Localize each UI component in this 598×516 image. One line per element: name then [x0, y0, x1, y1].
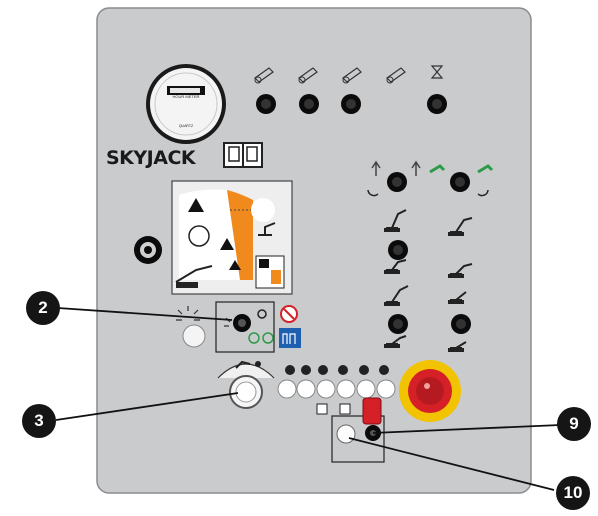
no-smoking-icon: [280, 305, 298, 323]
ground-platform-icon: [248, 332, 274, 344]
indicator-icon-5: [359, 365, 369, 375]
callout-2: 2: [26, 291, 60, 325]
indicator-icon-3: [318, 365, 328, 375]
info-decal-icon: [279, 328, 301, 348]
key-switch-area: [176, 301, 275, 353]
indicator-row: [277, 365, 396, 399]
indicator-icon-2: [301, 365, 311, 375]
warning-decal-icon: [171, 180, 293, 295]
aux-function-area: [316, 403, 385, 463]
tower-down-icon: [448, 263, 473, 278]
indicator-icon-6: [379, 365, 389, 375]
hour-meter-label: HOUR METER: [172, 94, 200, 99]
drive-enable-area: [217, 360, 275, 379]
indicator-icon-4: [338, 365, 348, 375]
speed-icon-3: [342, 67, 362, 84]
indicator-lamp-4: [336, 379, 356, 399]
key-position-icon: [257, 309, 267, 319]
platform-rotate-icon: [367, 160, 494, 197]
jib-up-icon: [384, 285, 409, 306]
indicator-lamp-1: [277, 379, 297, 399]
callout-line-3: [55, 392, 239, 421]
speed-icon-2: [298, 67, 318, 84]
indicator-icon-1: [285, 365, 295, 375]
boom-function-group: [367, 160, 494, 352]
hour-meter-icon: [146, 64, 226, 144]
jib-down-icon: [384, 335, 407, 348]
hour-meter-sublabel: QUARTZ: [178, 124, 194, 128]
manual-book-icon: [223, 142, 263, 168]
boom-down-icon: [384, 259, 407, 274]
turntable-icon: [448, 291, 467, 304]
callout-9: 9: [557, 407, 591, 441]
callout-3: 3: [22, 404, 56, 438]
indicator-lamp-3: [316, 379, 336, 399]
speed-icon-1: [254, 67, 274, 84]
tower-up-icon: [448, 217, 473, 236]
callout-line-9: [372, 424, 561, 434]
indicator-lamp-5: [356, 379, 376, 399]
boom-up-icon: [384, 209, 407, 232]
turntable-rotate-icon: [448, 341, 467, 352]
skyjack-logo: SKYJACK: [106, 147, 196, 169]
hour-glass-icon: [430, 65, 444, 79]
callout-line-2: [57, 307, 233, 321]
indicator-lamp-6: [376, 379, 396, 399]
emergency-stop-button[interactable]: [399, 360, 461, 422]
callout-10: 10: [556, 476, 590, 510]
beacon-switch[interactable]: [134, 236, 162, 264]
indicator-light: [182, 324, 206, 348]
aux-enable-button[interactable]: [336, 424, 356, 444]
top-function-row: [254, 65, 447, 114]
speed-icon-4: [386, 67, 406, 84]
callout-line-10: [348, 437, 555, 491]
aux-toggle-switch[interactable]: [362, 397, 382, 425]
indicator-lamp-2: [296, 379, 316, 399]
